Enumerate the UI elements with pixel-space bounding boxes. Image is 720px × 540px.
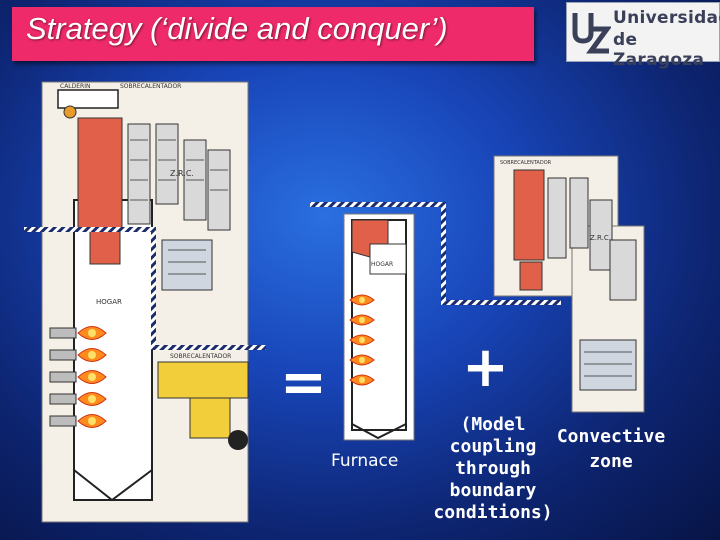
convective-label: Z.R.C.: [590, 234, 611, 242]
furnace-label-hogar: HOGAR: [371, 261, 393, 268]
model-coupling-note: (Model coupling through boundary conditi…: [418, 414, 568, 524]
furnace-label: Furnace: [331, 451, 398, 471]
plus-operator: +: [462, 335, 509, 400]
full-boiler-label: HOGAR: [96, 298, 122, 306]
full-boiler-label: CALDERIN: [60, 83, 90, 90]
full-boiler-label: SOBRECALENTADOR: [120, 83, 181, 90]
convective-zone-schematic: SOBRECALENTADOR Z.R.C.: [494, 156, 644, 412]
full-boiler-schematic: CALDERIN SOBRECALENTADOR Z.R.C. HOGAR SO…: [42, 82, 248, 522]
furnace-schematic: HOGAR: [344, 214, 414, 440]
full-boiler-label: Z.R.C.: [170, 169, 194, 178]
full-boiler-label: SOBRECALENTADOR: [170, 353, 231, 360]
equals-operator: =: [280, 350, 327, 415]
convective-zone-label: Convective zone: [547, 424, 675, 474]
convective-label: SOBRECALENTADOR: [500, 160, 552, 166]
